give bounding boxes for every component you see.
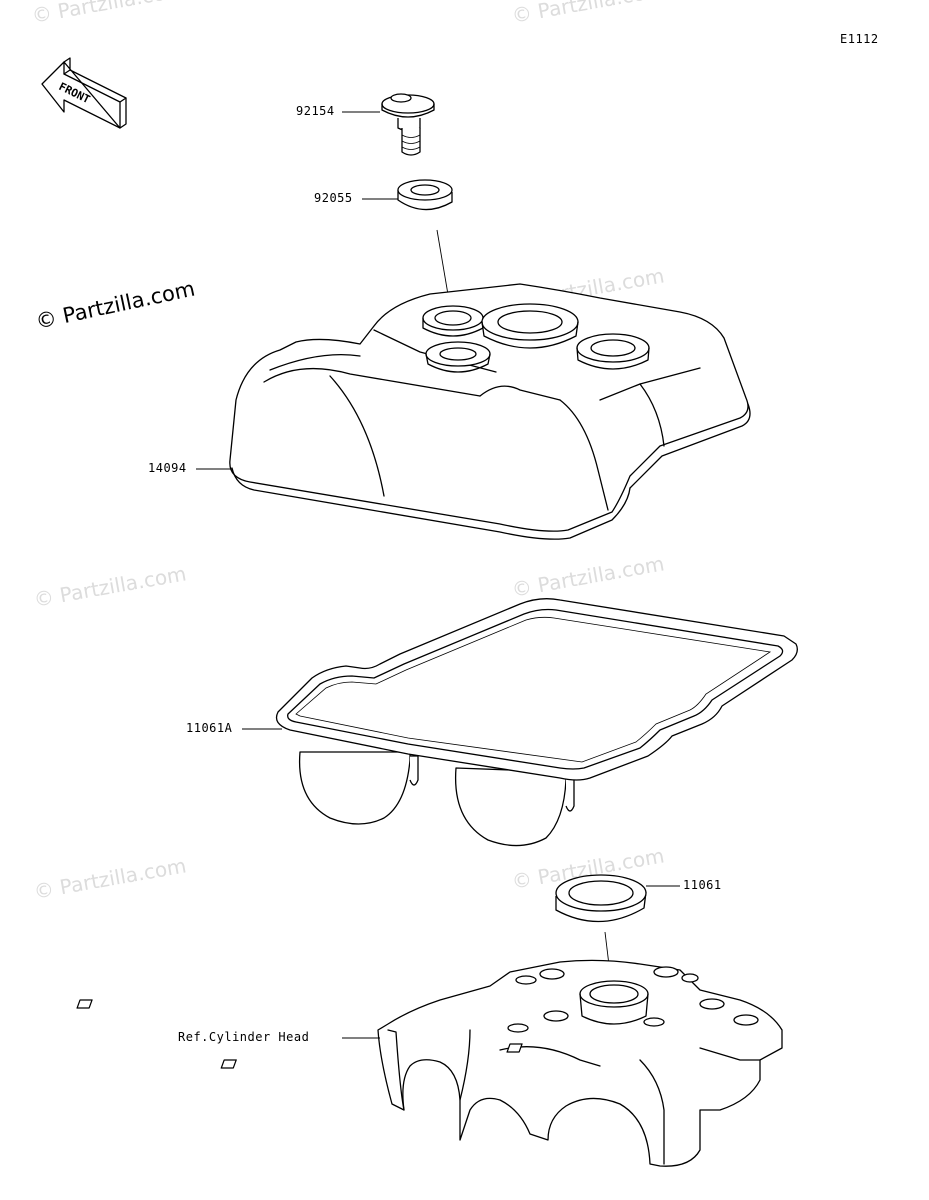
gasket-11061A [275, 598, 798, 847]
part-number-label: 92154 [296, 104, 335, 118]
part-number-label: 92055 [314, 191, 353, 205]
cylinder-head-ref [76, 959, 783, 1167]
part-number-label: 14094 [148, 461, 187, 475]
bolt-92154 [381, 93, 435, 156]
part-number-label: 11061A [186, 721, 233, 735]
part-number-label: 11061 [683, 878, 722, 892]
grommet-92055 [397, 179, 453, 211]
diagram-code: E1112 [840, 32, 879, 46]
seal-11061 [555, 874, 647, 923]
front-arrow-icon: FRONT [41, 57, 127, 129]
part-number-label: Ref.Cylinder Head [178, 1030, 310, 1044]
cylinder-head-cover-14094 [229, 283, 751, 540]
